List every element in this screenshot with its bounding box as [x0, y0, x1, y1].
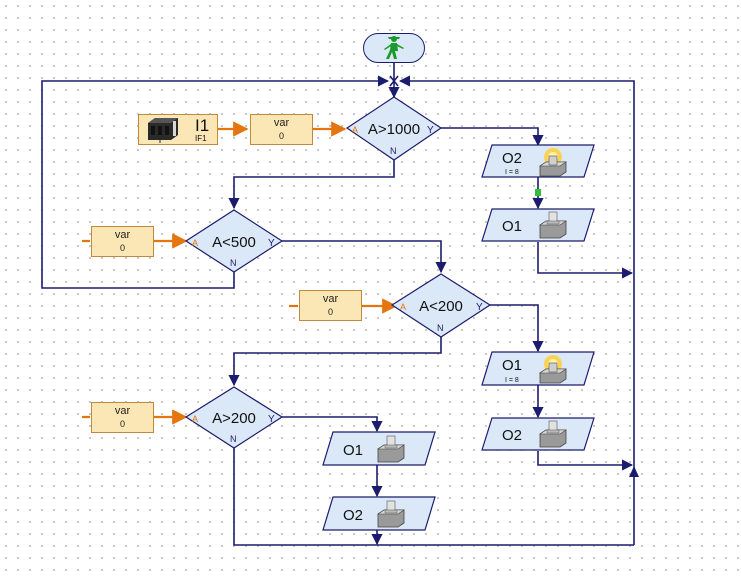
branch-yes-label: Y [268, 238, 275, 249]
branch-no-label: N [390, 146, 397, 156]
output-o6[interactable]: O2 [322, 496, 436, 531]
input-interface: IF1 [195, 134, 207, 143]
branch-no-label: N [230, 434, 237, 444]
variable-value: 0 [278, 131, 284, 141]
data-lines [82, 121, 398, 425]
variable-name: var [273, 117, 290, 129]
output-param: I = 8 [505, 377, 519, 384]
lamp-on-icon [539, 355, 567, 384]
flow-o2-to-return [537, 242, 634, 279]
output-o4[interactable]: O2 [481, 417, 595, 451]
branch-d3[interactable]: A A<200 Y N [390, 273, 492, 338]
branch-d2[interactable]: A A<500 Y N [184, 209, 284, 273]
branch-in-label: A [192, 238, 198, 248]
flow-d1-no [228, 160, 395, 210]
branch-yes-label: Y [268, 414, 275, 425]
variable-name: var [114, 229, 131, 241]
flow-d4-no [233, 448, 634, 546]
output-name: O2 [502, 150, 522, 167]
branch-yes-label: Y [476, 302, 483, 313]
branch-in-label: A [192, 414, 198, 424]
lamp-off-icon [539, 420, 567, 448]
branch-condition: A<500 [212, 234, 256, 251]
lamp-on-icon [539, 148, 567, 177]
variable-value: 0 [327, 307, 333, 317]
flow-d2-yes [282, 240, 447, 274]
variable-block-2[interactable]: var 0 [91, 226, 154, 257]
branch-condition: A>200 [212, 410, 256, 427]
branch-d4[interactable]: A A>200 Y N [184, 386, 284, 449]
variable-name: var [114, 405, 131, 417]
branch-d1[interactable]: A A>1000 Y N [345, 96, 443, 161]
flow-lines [41, 63, 635, 546]
variable-block-3[interactable]: var 0 [299, 290, 362, 321]
flow-d2-no-loop [41, 75, 390, 289]
flow-d3-no [228, 336, 442, 387]
output-o3[interactable]: O1 I = 8 [481, 351, 595, 386]
branch-in-label: A [352, 125, 358, 135]
output-o2[interactable]: O1 [481, 208, 595, 242]
connector-dot [535, 189, 541, 196]
lamp-off-icon [377, 500, 405, 528]
sensor-module-icon [148, 118, 178, 143]
branch-no-label: N [437, 323, 444, 333]
branch-condition: A>1000 [368, 121, 420, 138]
output-name: O2 [502, 427, 522, 444]
output-o1[interactable]: O2 I = 8 [481, 144, 595, 178]
output-o5[interactable]: O1 [322, 431, 436, 466]
variable-value: 0 [119, 243, 125, 253]
flow-d3-yes [490, 304, 544, 353]
branch-condition: A<200 [419, 298, 463, 315]
ampelmann-walking-icon [384, 36, 404, 59]
input-name: I1 [195, 116, 210, 135]
flow-d4-yes [282, 416, 383, 433]
variable-value: 0 [119, 419, 125, 429]
branch-no-label: N [230, 258, 237, 268]
output-name: O1 [343, 442, 363, 459]
lamp-off-icon [377, 435, 405, 463]
lamp-off-icon [539, 211, 567, 239]
flow-o4-to-return [537, 451, 634, 471]
start-block[interactable] [363, 33, 425, 63]
flow-d1-yes [441, 127, 544, 147]
junction-marker [389, 75, 399, 87]
flow-right-return [398, 75, 635, 545]
output-name: O1 [502, 218, 522, 235]
return-up-arrow-lower [629, 466, 639, 477]
variable-block-1[interactable]: var 0 [250, 114, 313, 145]
variable-name: var [322, 293, 339, 305]
output-name: O2 [343, 507, 363, 524]
input-i1-block[interactable]: I1 IF1 [138, 114, 218, 145]
variable-block-4[interactable]: var 0 [91, 402, 154, 433]
branch-yes-label: Y [427, 125, 434, 136]
branch-in-label: A [400, 302, 406, 312]
output-name: O1 [502, 357, 522, 374]
output-param: I = 8 [505, 169, 519, 176]
